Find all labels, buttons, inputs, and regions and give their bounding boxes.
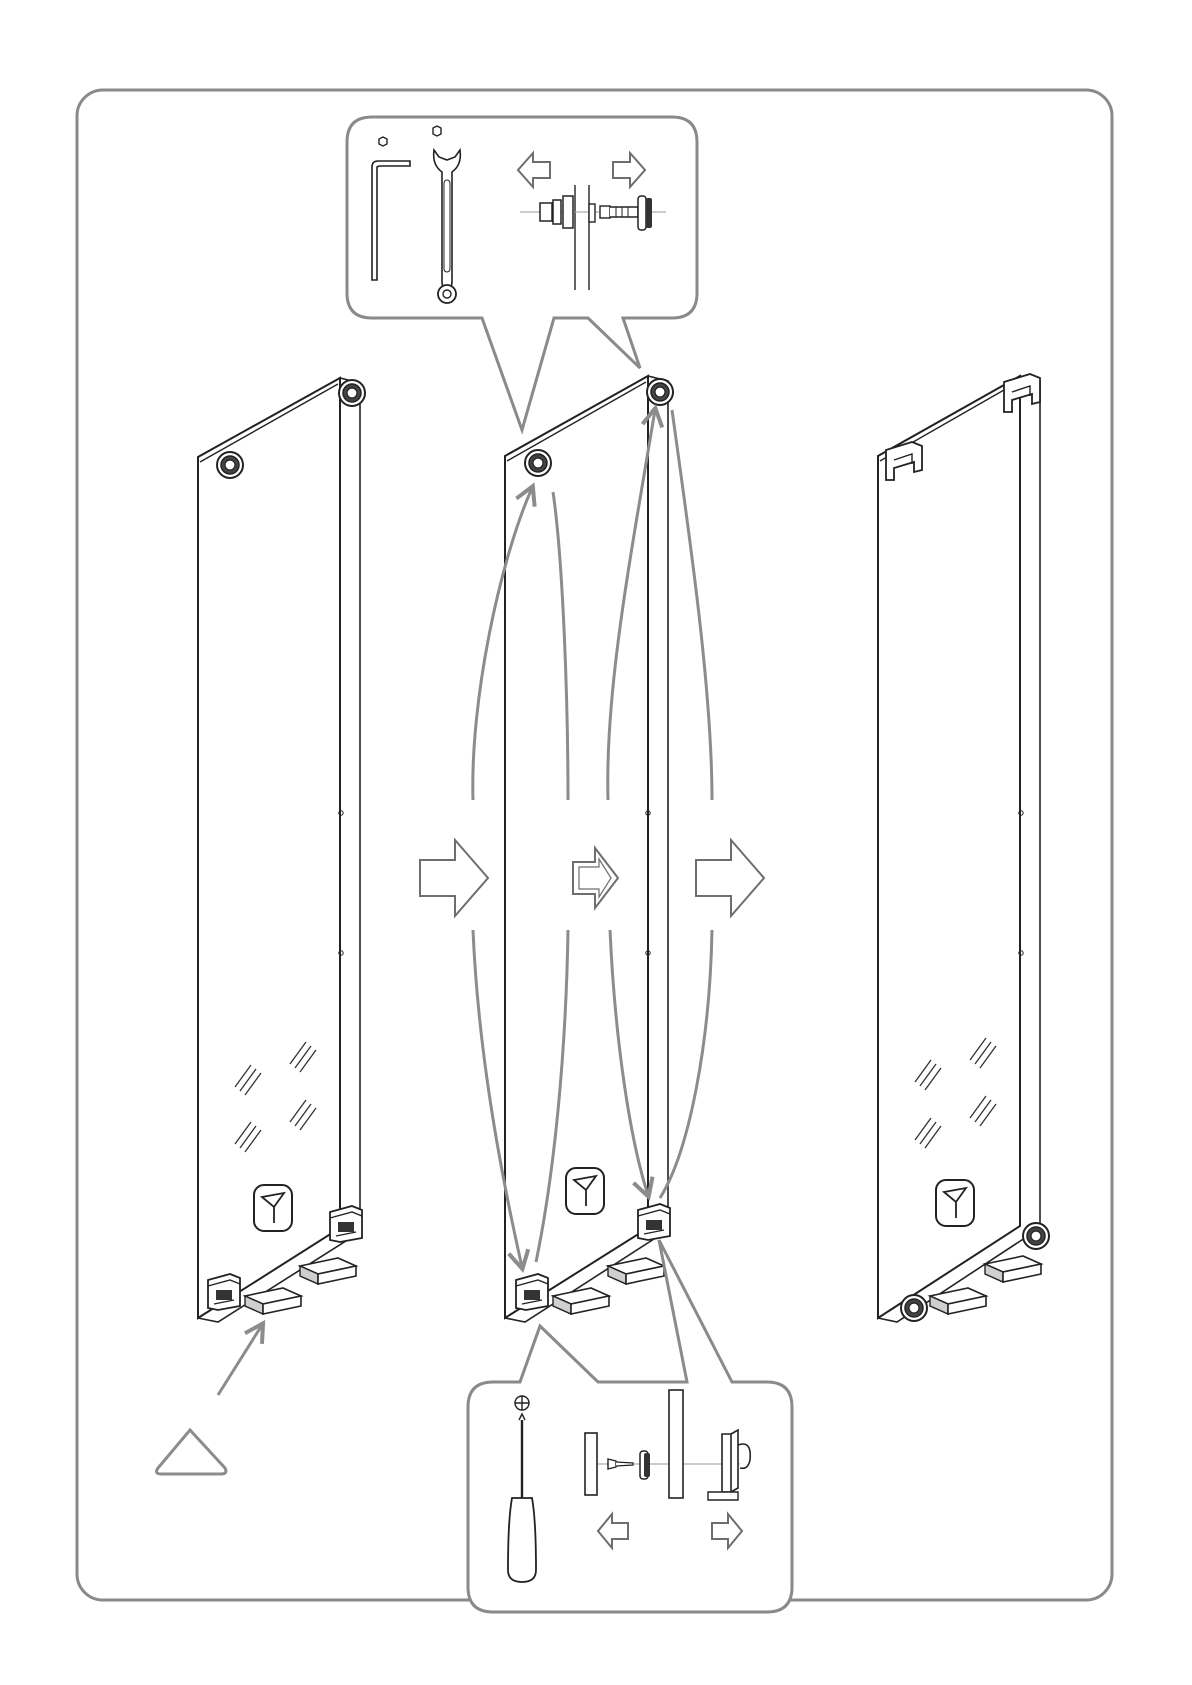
glass-symbol-icon	[254, 1185, 292, 1231]
standoff-bolt-icon	[901, 1295, 927, 1321]
mounting-clamp-icon	[516, 1274, 548, 1310]
protective-pad-icon	[985, 1256, 1041, 1282]
standoff-bolt-icon	[525, 450, 551, 476]
panel-during	[473, 376, 712, 1322]
standoff-bolt-icon	[1023, 1223, 1049, 1249]
warning-triangle-icon	[157, 1430, 226, 1474]
arrow-right-icon	[696, 840, 764, 916]
mounting-clamp-icon	[330, 1206, 362, 1242]
panel-before	[198, 378, 365, 1322]
standoff-bolt-icon	[339, 380, 365, 406]
standoff-bolt-icon	[647, 379, 673, 405]
panel-after	[878, 374, 1049, 1322]
arrow-right-icon	[420, 840, 488, 916]
glass-symbol-icon	[936, 1180, 974, 1226]
mounting-clamp-icon	[638, 1204, 670, 1240]
mounting-clamp-icon	[208, 1274, 240, 1310]
glass-symbol-icon	[566, 1168, 604, 1214]
pointer-arrow	[218, 1325, 262, 1395]
standoff-bolt-icon	[217, 452, 243, 478]
